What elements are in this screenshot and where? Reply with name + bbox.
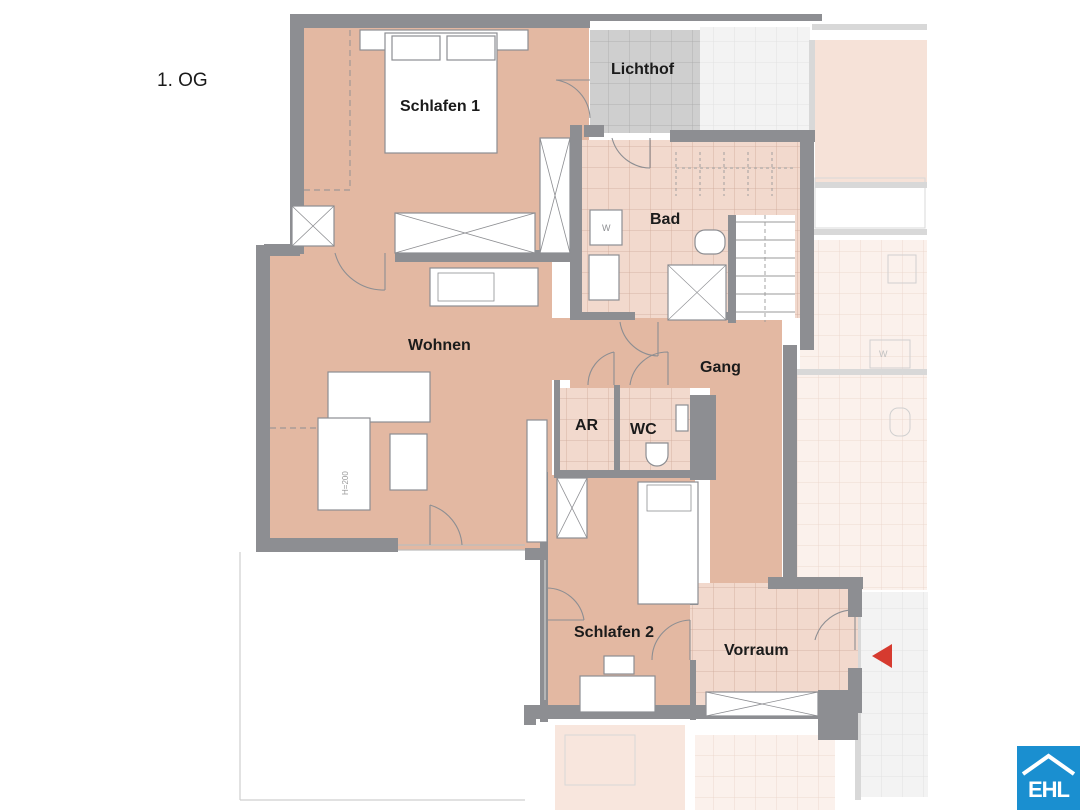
neighbour-units: [555, 24, 928, 810]
washer-mark-neighbour: W: [879, 349, 888, 359]
room-label-lichthof: Lichthof: [611, 61, 675, 78]
sofa-height-note: H=200: [341, 471, 350, 495]
ehl-logo: EHL: [1017, 746, 1080, 810]
room-label-wohnen: Wohnen: [408, 337, 471, 354]
floor-label: 1. OG: [157, 70, 208, 91]
staircase: [675, 152, 795, 322]
room-label-bad: Bad: [650, 211, 680, 228]
room-label-schlafen1: Schlafen 1: [400, 98, 480, 115]
furniture: [291, 29, 819, 717]
room-label-vorraum: Vorraum: [724, 642, 789, 659]
entry-arrow-icon: [872, 644, 892, 668]
room-label-ar: AR: [575, 417, 599, 434]
doors: [334, 79, 856, 661]
washer-mark: W: [602, 223, 611, 233]
room-label-wc: WC: [630, 421, 657, 438]
logo-text: EHL: [1028, 777, 1070, 802]
dashed-lines: [270, 30, 351, 429]
house-roof-icon: [1021, 753, 1076, 776]
room-label-gang: Gang: [700, 359, 741, 376]
site-lines: [239, 544, 546, 801]
room-label-schlafen2: Schlafen 2: [574, 624, 654, 641]
